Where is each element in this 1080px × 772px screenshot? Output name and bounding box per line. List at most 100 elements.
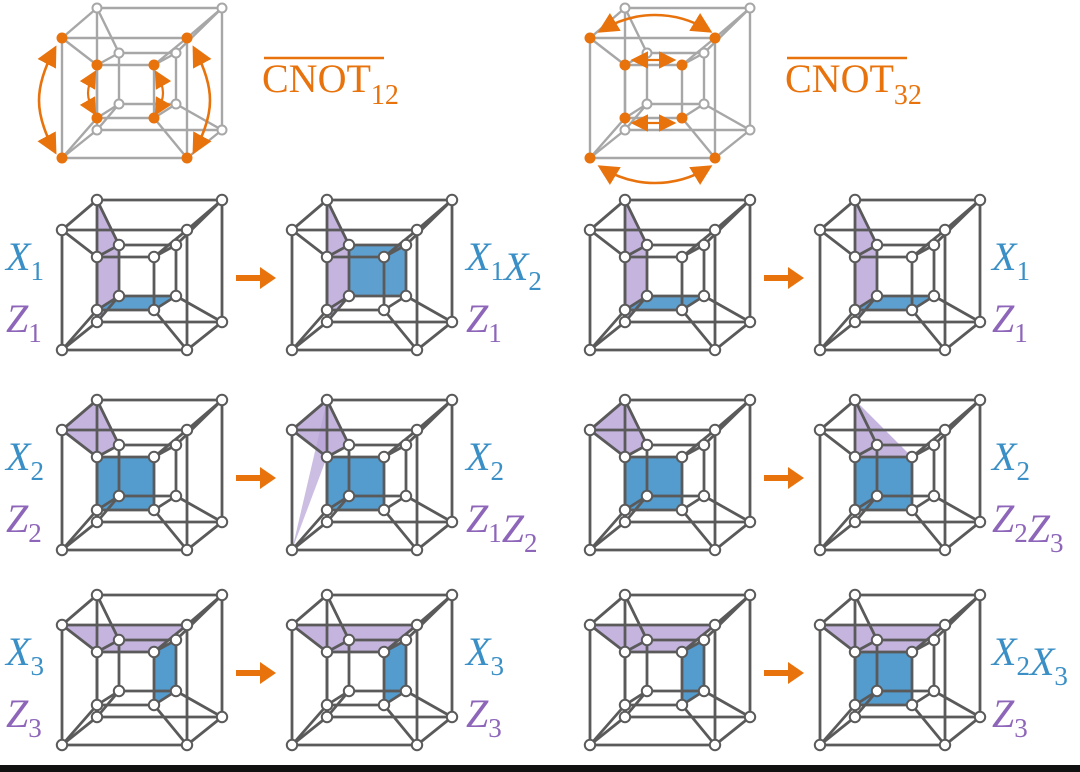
vertex bbox=[973, 193, 987, 207]
vertex bbox=[927, 684, 941, 698]
connector-edge bbox=[819, 228, 856, 259]
operator-symbol: Z bbox=[466, 296, 489, 341]
vertex bbox=[848, 698, 862, 712]
operator-symbol: Z bbox=[466, 691, 489, 736]
operator-symbol: X bbox=[1028, 639, 1056, 684]
vertex bbox=[285, 223, 299, 237]
connector-edge bbox=[819, 428, 856, 459]
vertex bbox=[743, 193, 757, 207]
vertex bbox=[675, 303, 689, 317]
vertex bbox=[113, 47, 125, 59]
vertex bbox=[180, 738, 194, 752]
outer-edge bbox=[944, 320, 981, 352]
highlight-vertex bbox=[584, 152, 596, 164]
face-0 bbox=[855, 400, 912, 457]
connector-edge bbox=[818, 509, 857, 551]
vertex bbox=[320, 393, 334, 407]
connector-edge bbox=[153, 37, 188, 66]
vertex bbox=[870, 289, 884, 303]
operator-index: 3 bbox=[1050, 528, 1064, 558]
vertex bbox=[848, 393, 862, 407]
vertex bbox=[973, 710, 987, 724]
vertex bbox=[90, 645, 104, 659]
connector-edge bbox=[60, 509, 99, 551]
outer-edge bbox=[589, 7, 626, 39]
connector-edge bbox=[819, 623, 856, 654]
highlight-vertex bbox=[91, 59, 103, 71]
vertex bbox=[708, 618, 722, 632]
vertex bbox=[90, 588, 104, 602]
vertex bbox=[870, 633, 884, 647]
connector-edge bbox=[703, 398, 751, 447]
stabilizer-cube-r3-c1 bbox=[55, 588, 229, 752]
operator-symbol: X bbox=[4, 234, 32, 279]
vertex bbox=[320, 250, 334, 264]
x-operator-label: X2X3 bbox=[990, 629, 1068, 691]
vertex bbox=[445, 588, 459, 602]
face-1 bbox=[855, 652, 912, 705]
operator-index: 2 bbox=[30, 456, 44, 486]
connector-edge bbox=[290, 704, 329, 746]
connector-edge bbox=[175, 102, 223, 132]
operator-index: 2 bbox=[490, 456, 504, 486]
vertex bbox=[641, 47, 653, 59]
connector-edge bbox=[152, 704, 189, 746]
operator-index: 1 bbox=[1014, 318, 1028, 348]
vertex bbox=[147, 698, 161, 712]
vertex bbox=[973, 515, 987, 529]
vertex bbox=[619, 2, 631, 14]
connector-edge bbox=[703, 294, 751, 324]
connector-edge bbox=[382, 509, 419, 551]
vertex bbox=[641, 98, 653, 110]
connector-edge bbox=[405, 398, 453, 447]
vertex bbox=[55, 223, 69, 237]
vertex bbox=[342, 238, 356, 252]
connector-edge bbox=[589, 228, 626, 259]
swap-arrow bbox=[597, 165, 713, 185]
vertex bbox=[215, 393, 229, 407]
outer-edge bbox=[61, 398, 98, 432]
connector-edge bbox=[933, 398, 981, 447]
connector-edge bbox=[175, 294, 223, 324]
vertex bbox=[708, 343, 722, 357]
vertex bbox=[320, 515, 334, 529]
vertex bbox=[180, 343, 194, 357]
vertex bbox=[342, 684, 356, 698]
vertex bbox=[169, 633, 183, 647]
vertex bbox=[215, 588, 229, 602]
outer-edge bbox=[589, 198, 626, 232]
vertex bbox=[377, 698, 391, 712]
vertex bbox=[147, 303, 161, 317]
highlight-vertex bbox=[91, 112, 103, 124]
vertex bbox=[147, 250, 161, 264]
connector-edge bbox=[382, 704, 419, 746]
vertex bbox=[90, 503, 104, 517]
z-operator-label: Z2 bbox=[6, 496, 42, 548]
vertex bbox=[927, 489, 941, 503]
vertex bbox=[697, 289, 711, 303]
vertex bbox=[399, 489, 413, 503]
operator-symbol: X bbox=[464, 234, 492, 279]
operator-symbol: X bbox=[464, 434, 492, 479]
connector-edge bbox=[95, 594, 121, 641]
gate-subscript: 12 bbox=[371, 80, 399, 111]
vertex bbox=[743, 710, 757, 724]
vertex bbox=[112, 633, 126, 647]
vertex bbox=[410, 543, 424, 557]
vertex bbox=[320, 450, 334, 464]
vertex bbox=[583, 343, 597, 357]
highlight-vertex bbox=[181, 32, 193, 44]
vertex bbox=[399, 289, 413, 303]
operator-index: 1 bbox=[488, 518, 502, 548]
x-operator-label: X1 bbox=[990, 234, 1030, 286]
vertex bbox=[180, 618, 194, 632]
vertex bbox=[938, 618, 952, 632]
operator-index: 2 bbox=[1014, 518, 1028, 548]
vertex bbox=[848, 315, 862, 329]
gate-label: CNOT12 bbox=[262, 56, 399, 111]
vertex bbox=[813, 223, 827, 237]
vertex bbox=[938, 543, 952, 557]
vertex bbox=[938, 343, 952, 357]
operator-index: 3 bbox=[488, 713, 502, 743]
vertex bbox=[90, 515, 104, 529]
